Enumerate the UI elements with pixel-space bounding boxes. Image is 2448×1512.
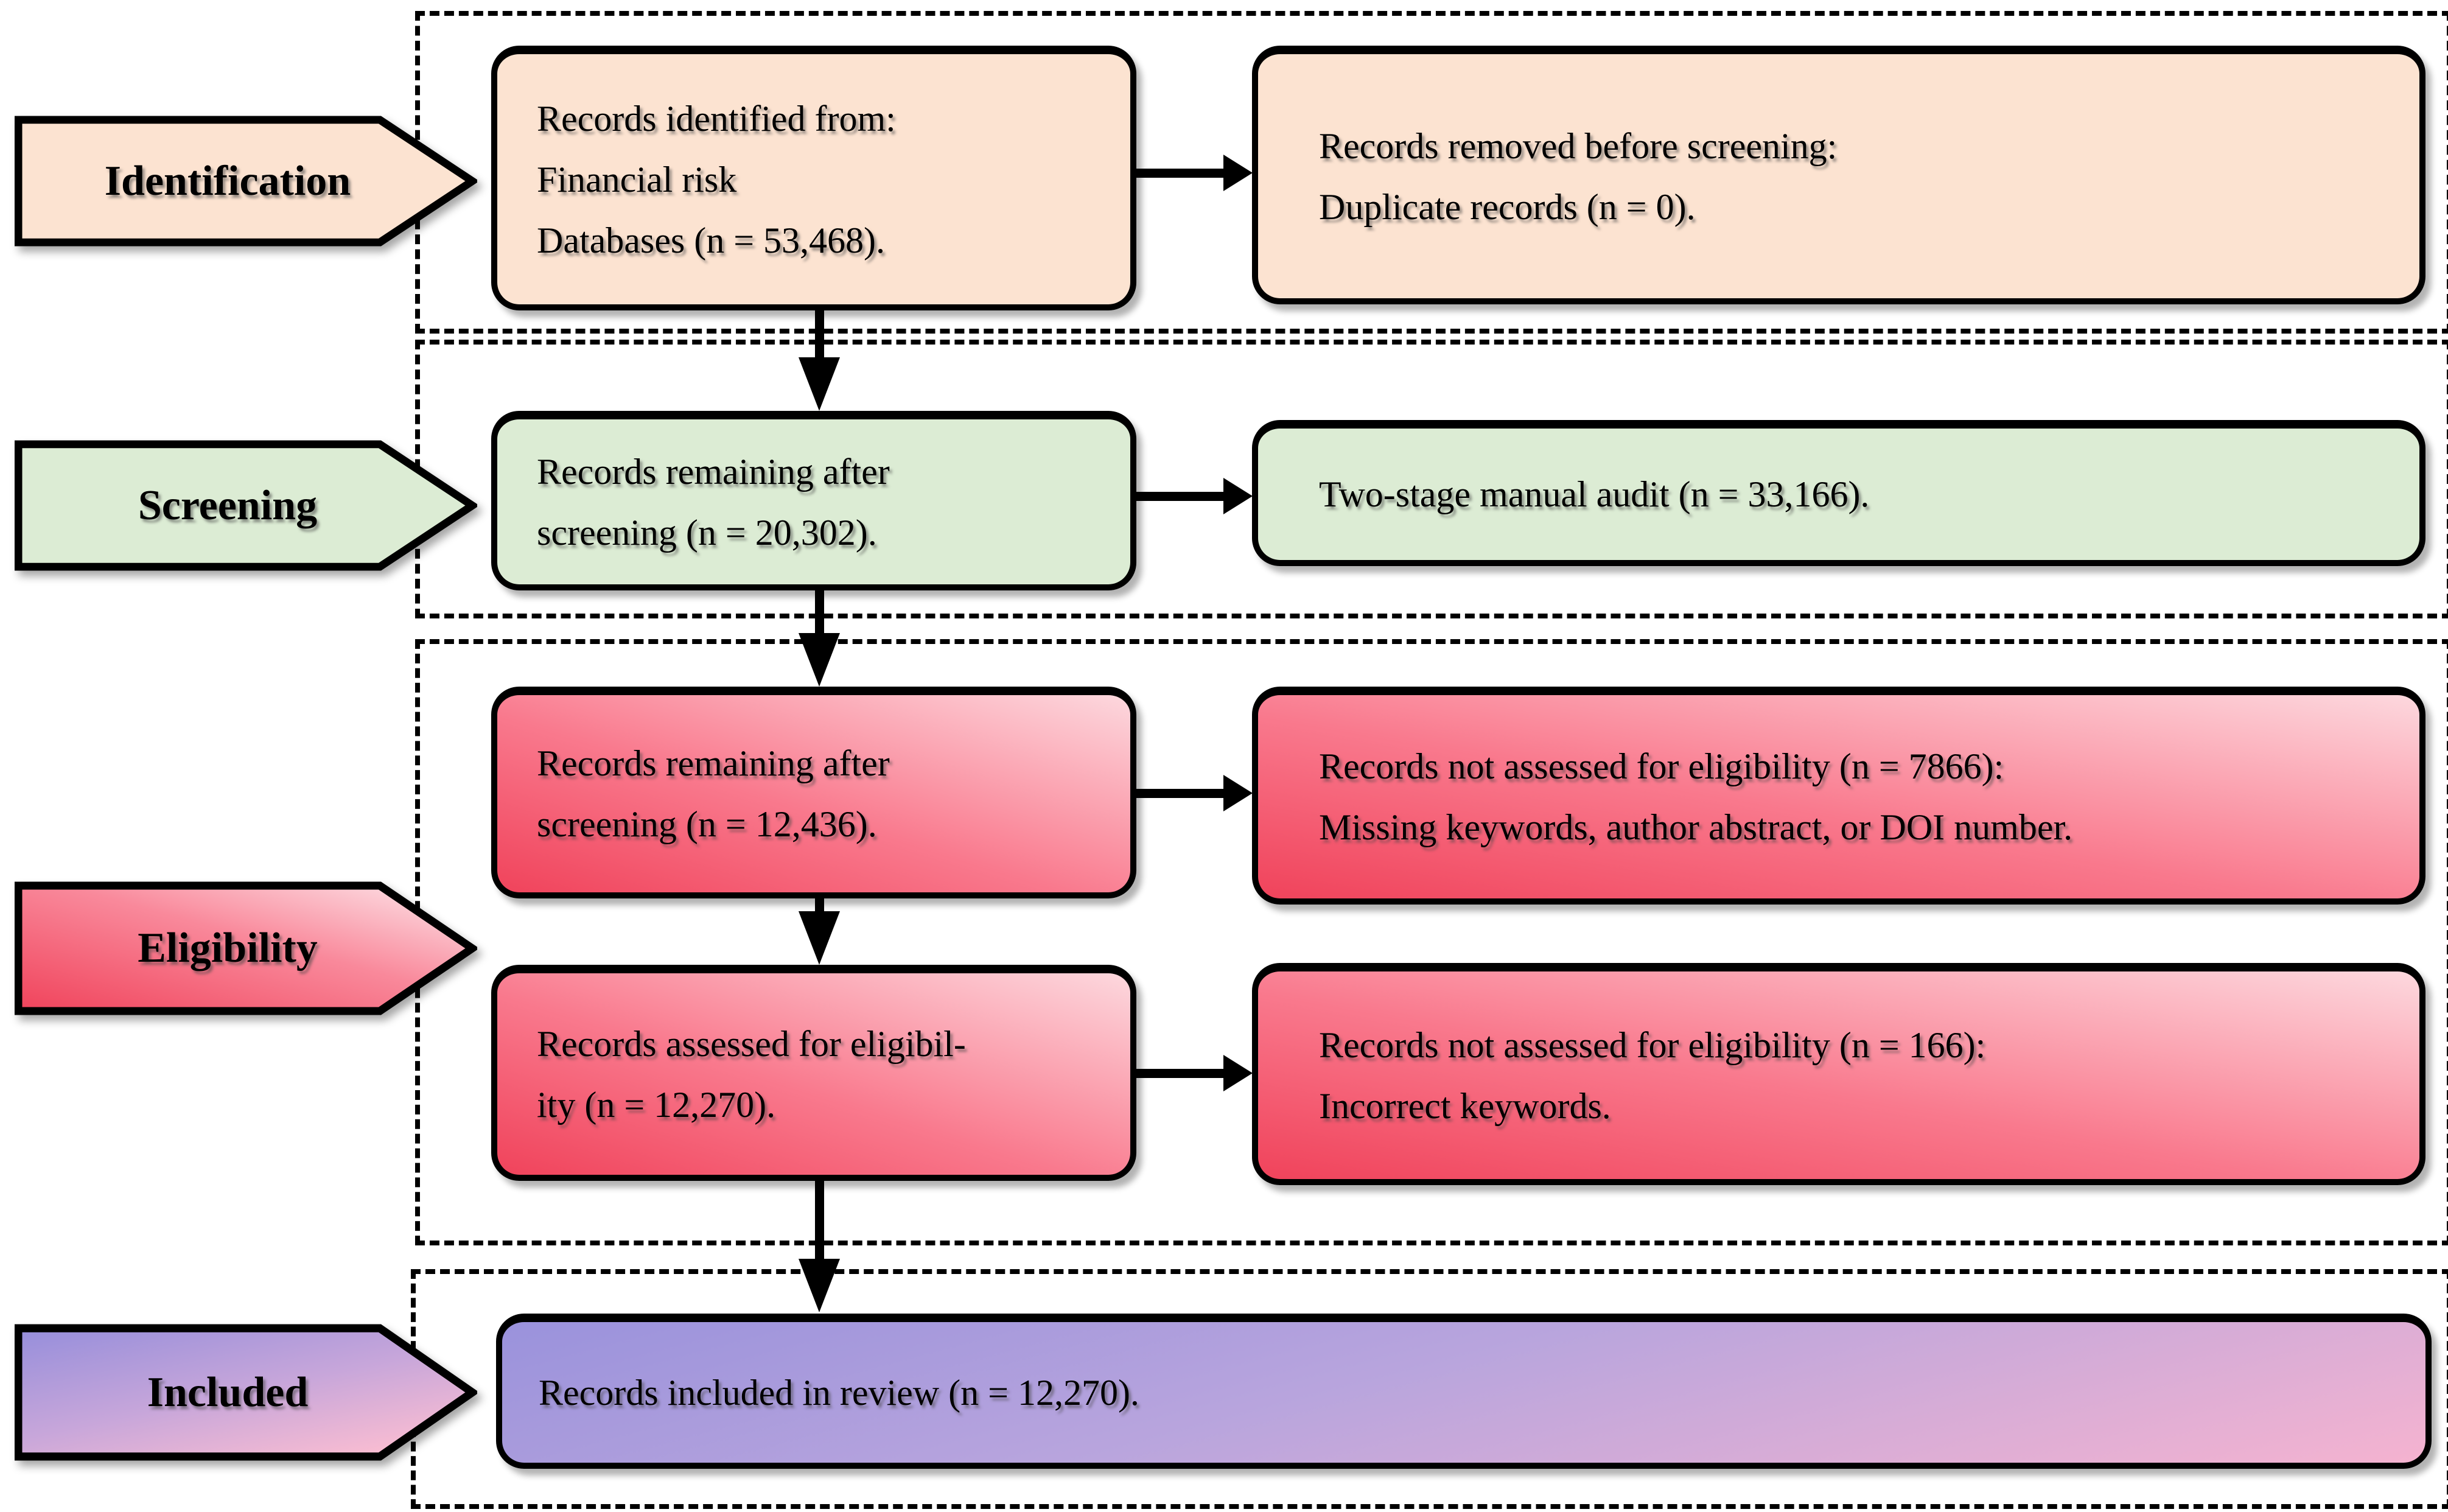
connector-identified-to-removed xyxy=(1136,169,1226,178)
connector-remaining-to-notassessed xyxy=(1136,789,1226,798)
stage-label-screening: Screening xyxy=(138,481,318,529)
box-text: Records assessed for eligibil- ity (n = … xyxy=(537,1023,966,1125)
arrowhead-down-icon xyxy=(799,633,840,687)
connector-screening-down xyxy=(815,587,824,635)
pentagon-arrow-icon xyxy=(15,1324,477,1461)
stage-label-included: Included xyxy=(147,1368,309,1416)
connector-included-down xyxy=(815,1181,824,1261)
box-text: Records removed before screening: Duplic… xyxy=(1319,125,1838,227)
box-text: Records remaining after screening (n = 1… xyxy=(537,743,890,844)
stage-arrow-included: Included xyxy=(15,1324,477,1461)
box-text: Records remaining after screening (n = 2… xyxy=(537,451,890,553)
stage-arrow-eligibility: Eligibility xyxy=(15,881,477,1015)
pentagon-arrow-icon xyxy=(15,881,477,1015)
pentagon-arrow-icon xyxy=(15,440,477,571)
box-text: Records not assessed for eligibility (n … xyxy=(1319,1024,1986,1126)
arrowhead-right-icon xyxy=(1223,775,1253,811)
box-text: Records included in review (n = 12,270). xyxy=(539,1372,1139,1413)
box-two-stage-manual-audit: Two-stage manual audit (n = 33,166). xyxy=(1252,420,2425,566)
box-records-remaining-12436: Records remaining after screening (n = 1… xyxy=(491,687,1136,898)
stage-label-identification: Identification xyxy=(104,157,351,205)
arrowhead-right-icon xyxy=(1223,1055,1253,1091)
arrowhead-right-icon xyxy=(1223,155,1253,191)
connector-assessed-to-notassessed xyxy=(1136,1069,1226,1078)
stage-arrow-identification: Identification xyxy=(15,116,477,247)
connector-remaining-to-audit xyxy=(1136,492,1226,501)
box-text: Records not assessed for eligibility (n … xyxy=(1319,746,2073,847)
box-records-remaining-20302: Records remaining after screening (n = 2… xyxy=(491,411,1136,590)
arrowhead-right-icon xyxy=(1223,478,1253,514)
box-records-not-assessed-7866: Records not assessed for eligibility (n … xyxy=(1252,687,2425,905)
box-records-identified: Records identified from: Financial risk … xyxy=(491,46,1136,310)
box-records-not-assessed-166: Records not assessed for eligibility (n … xyxy=(1252,963,2425,1185)
connector-identified-down xyxy=(815,307,824,359)
box-records-assessed-12270: Records assessed for eligibil- ity (n = … xyxy=(491,965,1136,1181)
box-text: Two-stage manual audit (n = 33,166). xyxy=(1319,474,1870,514)
box-records-removed-before-screening: Records removed before screening: Duplic… xyxy=(1252,46,2425,304)
stage-label-eligibility: Eligibility xyxy=(138,925,318,971)
stage-arrow-screening: Screening xyxy=(15,440,477,571)
box-records-included-review: Records included in review (n = 12,270). xyxy=(496,1314,2432,1469)
arrowhead-down-icon xyxy=(799,911,840,965)
arrowhead-down-icon xyxy=(799,357,840,411)
connector-eligibility-down xyxy=(815,896,824,914)
pentagon-arrow-icon xyxy=(15,116,477,247)
arrowhead-down-icon xyxy=(799,1259,840,1312)
box-text: Records identified from: Financial risk … xyxy=(537,98,896,261)
